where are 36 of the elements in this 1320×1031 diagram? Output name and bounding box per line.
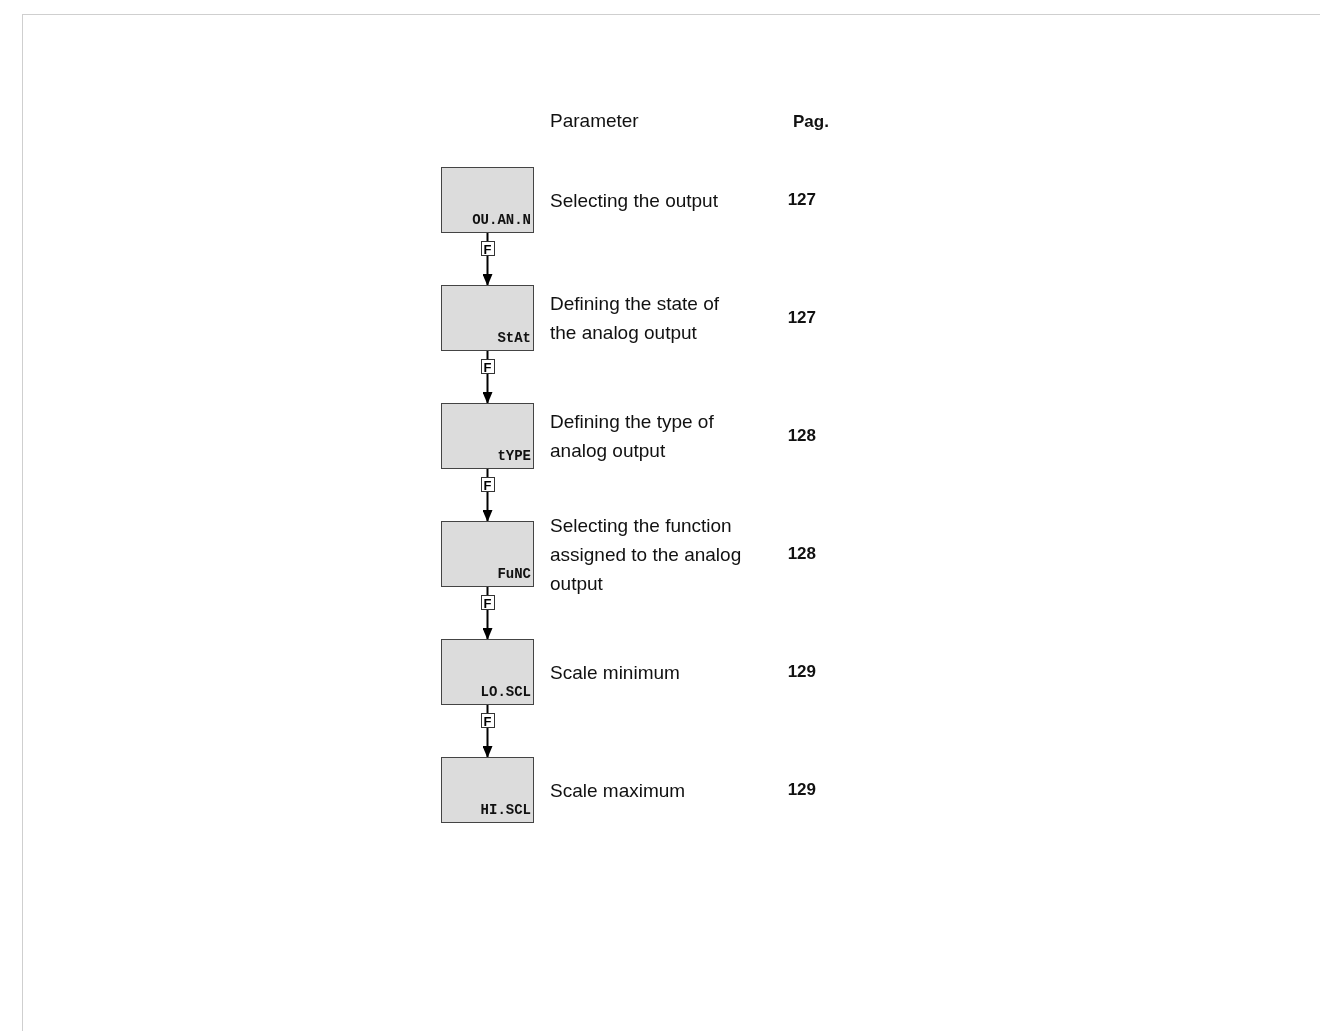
arrow bbox=[482, 704, 493, 758]
display-code: OU.AN.N bbox=[472, 212, 531, 228]
parameter-description: Defining the state of the analog output bbox=[550, 292, 720, 345]
key-label: F bbox=[480, 477, 495, 492]
page-number: 127 bbox=[786, 308, 816, 328]
arrow bbox=[482, 232, 493, 286]
key-label: F bbox=[480, 241, 495, 256]
page-number: 129 bbox=[786, 662, 816, 682]
key-label: F bbox=[480, 713, 495, 728]
page-number: 128 bbox=[786, 544, 816, 564]
display-code: tYPE bbox=[497, 448, 531, 464]
parameter-description: Selecting the output bbox=[550, 188, 719, 213]
column-header: Pag. bbox=[793, 112, 829, 132]
display-code: StAt bbox=[497, 330, 531, 346]
display-box bbox=[441, 167, 534, 233]
display-box bbox=[441, 521, 534, 587]
arrow bbox=[482, 586, 493, 640]
display-code: LO.SCL bbox=[480, 684, 531, 700]
display-code: HI.SCL bbox=[480, 802, 531, 818]
arrow bbox=[482, 468, 493, 522]
parameter-description: Scale maximum bbox=[550, 778, 687, 803]
page-number: 129 bbox=[786, 780, 816, 800]
display-box bbox=[441, 285, 534, 351]
display-box bbox=[441, 757, 534, 823]
display-box bbox=[441, 639, 534, 705]
key-label: F bbox=[480, 359, 495, 374]
parameter-description: Selecting the function assigned to the analog output bbox=[550, 513, 743, 596]
display-code: FuNC bbox=[497, 566, 531, 582]
arrow bbox=[482, 350, 493, 404]
key-label: F bbox=[480, 595, 495, 610]
page-number: 128 bbox=[786, 426, 816, 446]
page-number: 127 bbox=[786, 190, 816, 210]
parameter-description: Defining the type of analog output bbox=[550, 410, 715, 463]
column-header: Parameter bbox=[550, 110, 639, 132]
parameter-description: Scale minimum bbox=[550, 660, 681, 685]
display-box bbox=[441, 403, 534, 469]
